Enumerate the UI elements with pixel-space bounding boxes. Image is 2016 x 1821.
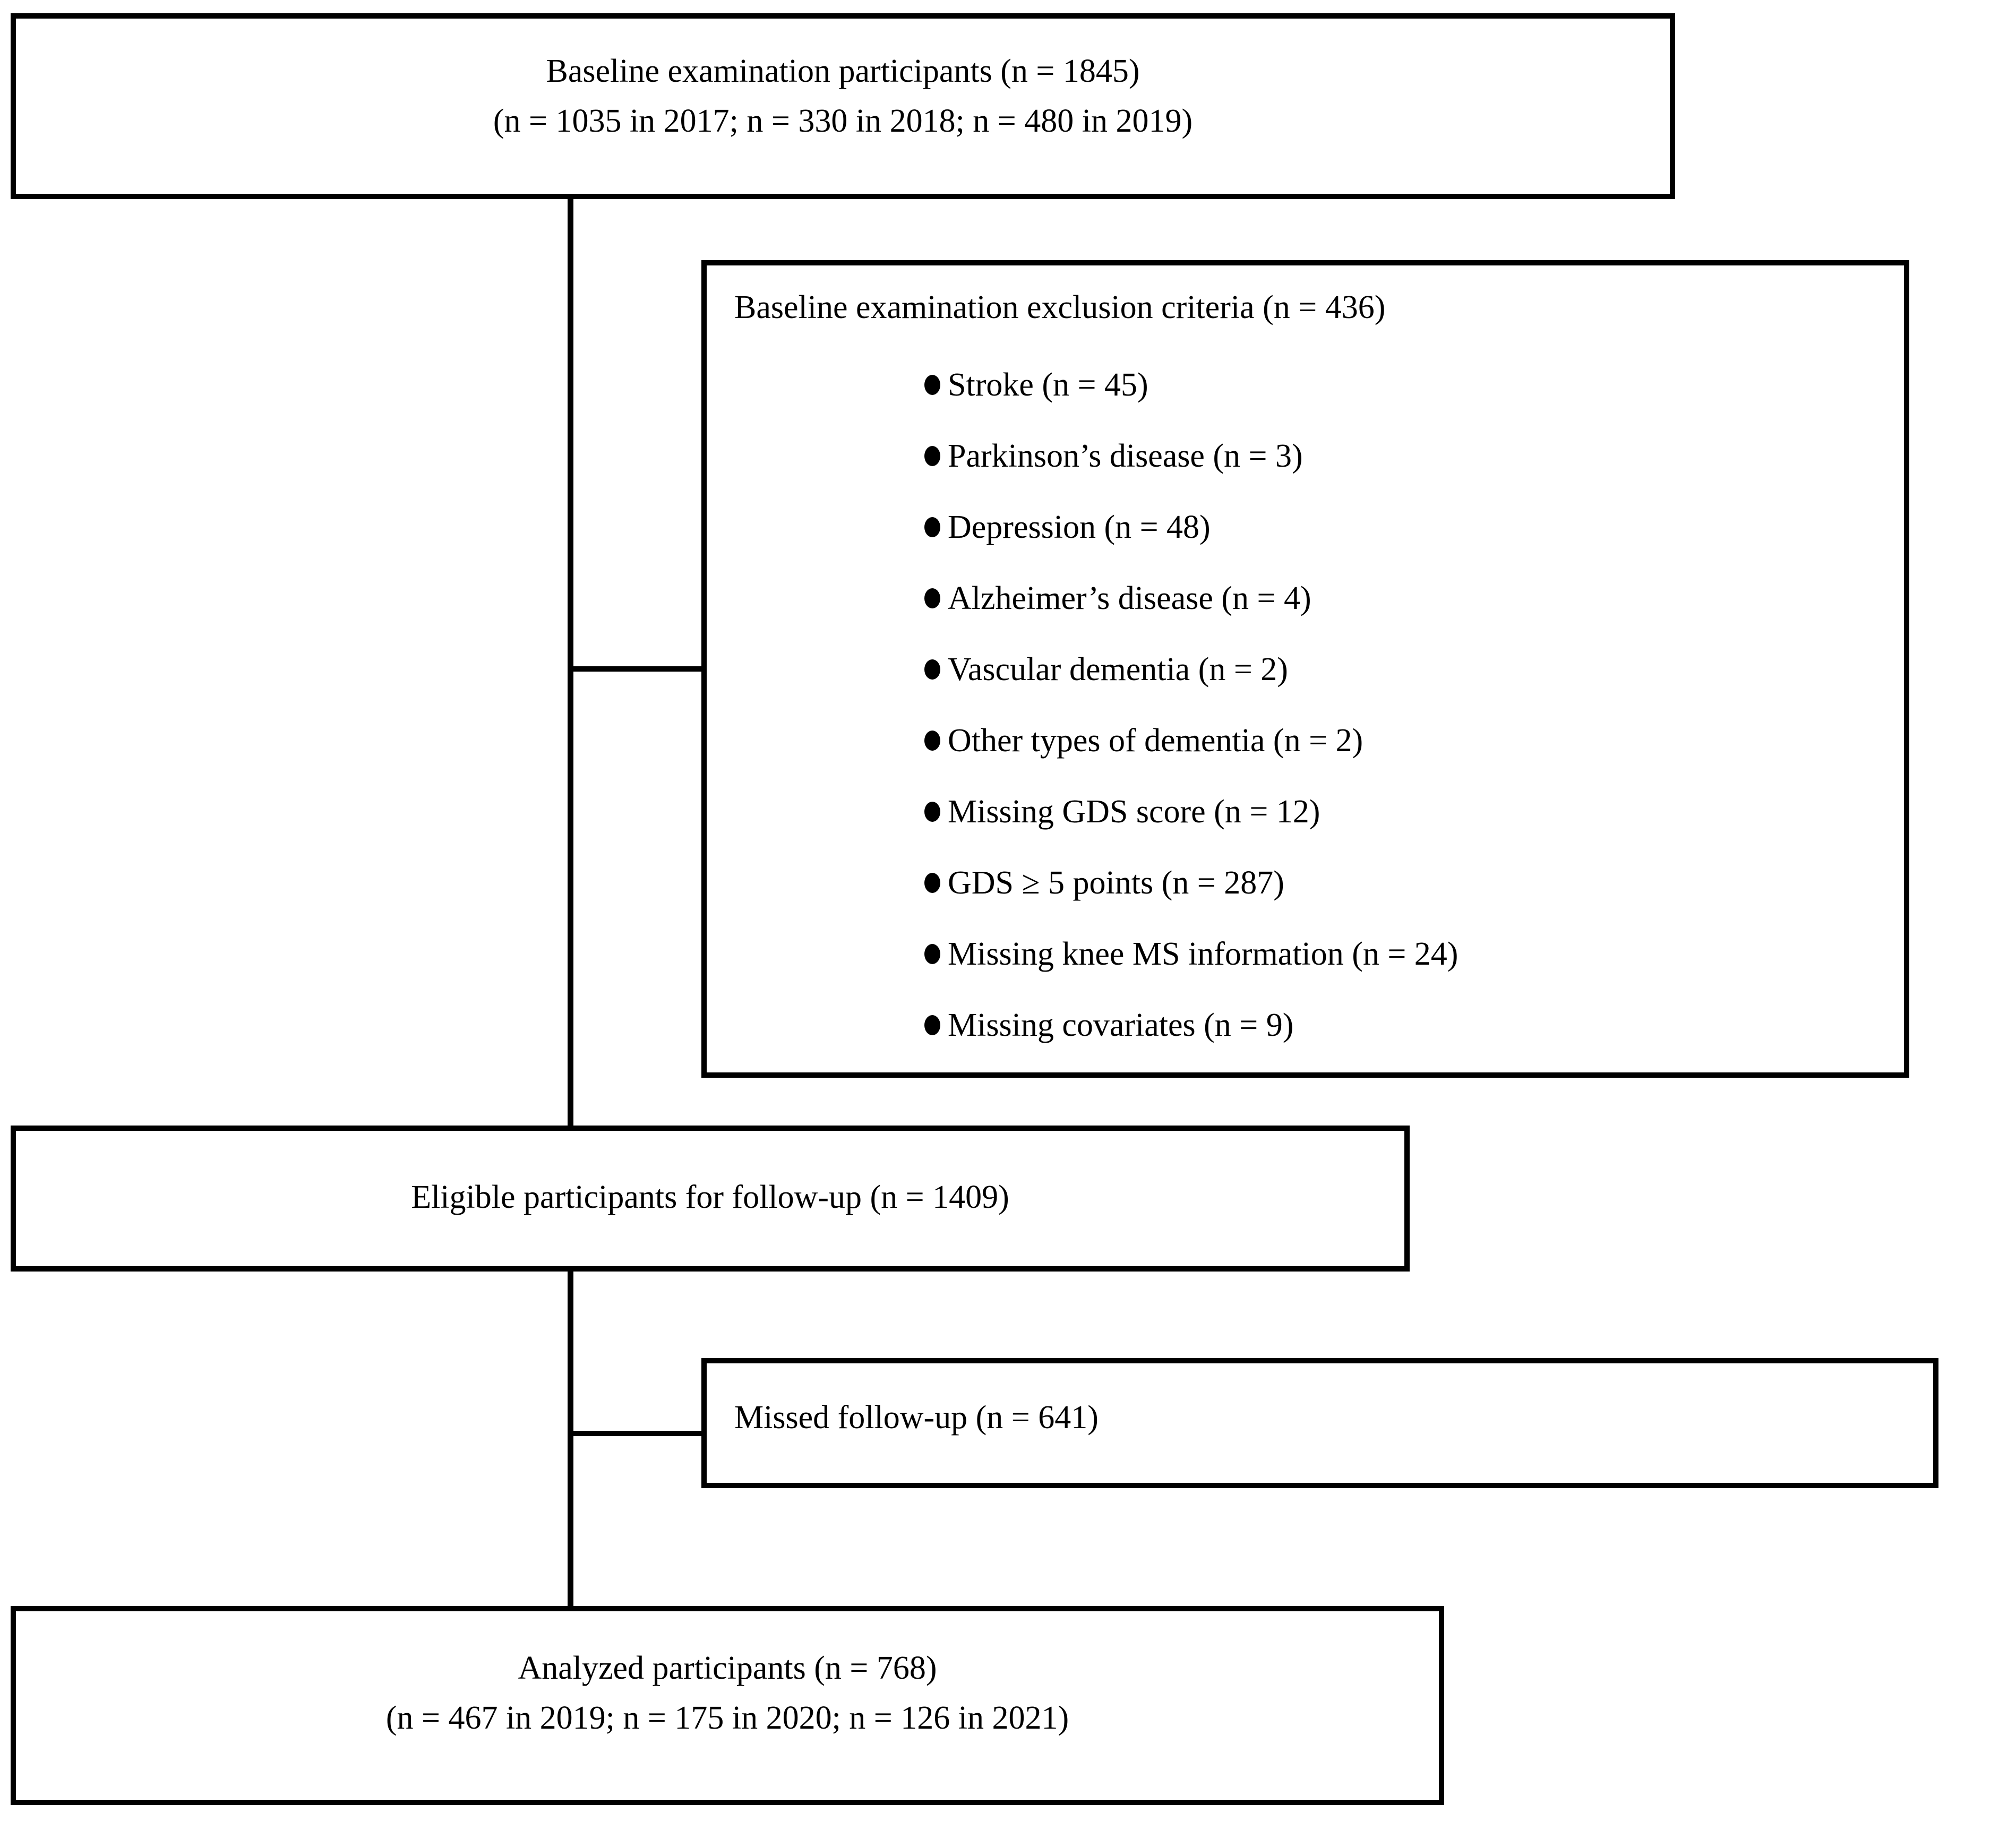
exclusion-item-vascular-dementia: Vascular dementia (n = 2): [924, 647, 1458, 692]
exclusion-item-label: Other types of dementia (n = 2): [948, 723, 1363, 759]
eligible-participants-box: Eligible participants for follow-up (n =…: [11, 1126, 1410, 1272]
exclusion-item-label: Stroke (n = 45): [948, 367, 1148, 403]
exclusion-item-gds-5-points: GDS ≥ 5 points (n = 287): [924, 861, 1458, 905]
bullet-icon: [924, 588, 940, 608]
bullet-icon: [924, 659, 940, 680]
eligible-participants-line1: Eligible participants for follow-up (n =…: [411, 1179, 1009, 1215]
exclusion-item-depression: Depression (n = 48): [924, 505, 1458, 549]
analyzed-participants-line1: Analyzed participants (n = 768): [518, 1650, 937, 1686]
missed-followup-box: Missed follow-up (n = 641): [701, 1358, 1938, 1488]
bullet-icon: [924, 375, 940, 395]
bullet-icon: [924, 517, 940, 537]
bullet-icon: [924, 944, 940, 964]
baseline-participants-line2: (n = 1035 in 2017; n = 330 in 2018; n = …: [493, 103, 1193, 140]
exclusion-item-label: Missing covariates (n = 9): [948, 1007, 1294, 1043]
analyzed-participants-line2: (n = 467 in 2019; n = 175 in 2020; n = 1…: [385, 1700, 1069, 1737]
bullet-icon: [924, 731, 940, 751]
exclusion-criteria-list: Stroke (n = 45) Parkinson’s disease (n =…: [924, 363, 1458, 1047]
exclusion-item-label: Alzheimer’s disease (n = 4): [948, 580, 1311, 616]
exclusion-item-label: Depression (n = 48): [948, 509, 1211, 545]
exclusion-criteria-title: Baseline examination exclusion criteria …: [734, 289, 1386, 325]
baseline-participants-text: Baseline examination participants (n = 1…: [16, 46, 1670, 146]
exclusion-item-label: Parkinson’s disease (n = 3): [948, 438, 1303, 474]
missed-followup-text: Missed follow-up (n = 641): [734, 1399, 1099, 1436]
analyzed-participants-box: Analyzed participants (n = 768) (n = 467…: [11, 1606, 1444, 1805]
bullet-icon: [924, 802, 940, 822]
exclusion-criteria-box: Baseline examination exclusion criteria …: [701, 260, 1909, 1078]
exclusion-item-missing-gds-score: Missing GDS score (n = 12): [924, 789, 1458, 834]
connector-to-exclusion-box: [568, 666, 707, 672]
exclusion-item-label: Missing GDS score (n = 12): [948, 794, 1320, 830]
baseline-participants-line1: Baseline examination participants (n = 1…: [546, 53, 1140, 89]
connector-to-missed-followup-box: [568, 1431, 707, 1436]
connector-eligible-to-analyzed: [568, 1269, 573, 1609]
exclusion-item-missing-covariates: Missing covariates (n = 9): [924, 1003, 1458, 1047]
bullet-icon: [924, 1015, 940, 1035]
exclusion-item-stroke: Stroke (n = 45): [924, 363, 1458, 407]
analyzed-participants-text: Analyzed participants (n = 768) (n = 467…: [16, 1643, 1439, 1743]
bullet-icon: [924, 873, 940, 893]
exclusion-item-parkinsons-disease: Parkinson’s disease (n = 3): [924, 434, 1458, 478]
exclusion-item-missing-knee-ms-information: Missing knee MS information (n = 24): [924, 932, 1458, 976]
exclusion-item-label: Vascular dementia (n = 2): [948, 651, 1288, 688]
exclusion-item-label: GDS ≥ 5 points (n = 287): [948, 865, 1284, 901]
exclusion-item-label: Missing knee MS information (n = 24): [948, 936, 1459, 972]
exclusion-item-alzheimers-disease: Alzheimer’s disease (n = 4): [924, 576, 1458, 621]
eligible-participants-text: Eligible participants for follow-up (n =…: [16, 1172, 1404, 1222]
baseline-participants-box: Baseline examination participants (n = 1…: [11, 13, 1675, 199]
connector-baseline-to-eligible: [568, 82, 573, 1128]
exclusion-item-other-dementia: Other types of dementia (n = 2): [924, 718, 1458, 763]
bullet-icon: [924, 446, 940, 466]
